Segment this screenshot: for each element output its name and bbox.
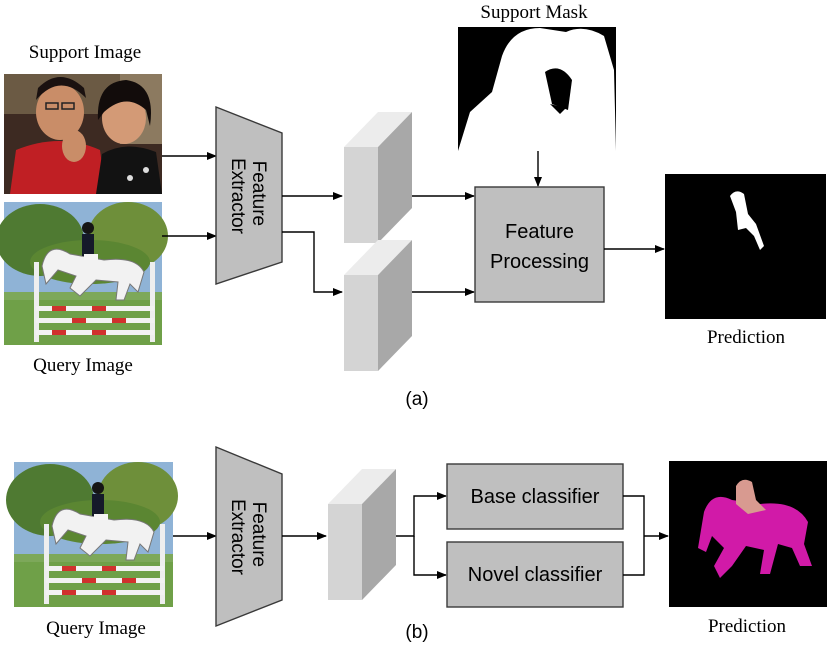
prediction-image-a [665, 174, 826, 319]
arrow-classifiers-merge [623, 495, 645, 576]
query-image-b [6, 462, 178, 607]
feature-processing-line1: Feature [505, 221, 574, 243]
feature-extractor-b-line2: Extractor [227, 499, 248, 576]
support-image [4, 74, 162, 194]
prediction-image-b [669, 461, 827, 607]
caption-a: (a) [405, 389, 428, 410]
novel-classifier-block: Novel classifier [446, 541, 624, 608]
feature-processing-block: Feature Processing [474, 186, 605, 303]
support-mask-image [458, 27, 616, 151]
novel-classifier-label: Novel classifier [468, 564, 603, 586]
feature-processing-line2: Processing [490, 251, 589, 273]
caption-b: (b) [405, 622, 428, 643]
support-mask-label: Support Mask [480, 2, 588, 23]
svg-text:Feature Extractor: Feature Extractor [227, 158, 269, 235]
feature-extractor-b: Feature Extractor [215, 445, 283, 628]
arrow-feature-to-novel-classifier [413, 536, 447, 579]
arrow-extractor-to-query-feature [282, 231, 343, 296]
feature-extractor-a-line2: Extractor [227, 158, 248, 235]
arrow-feature-to-base-classifier [396, 492, 447, 537]
svg-text:Feature Extractor: Feature Extractor [227, 499, 269, 576]
base-classifier-label: Base classifier [471, 486, 600, 508]
support-image-label: Support Image [29, 42, 141, 63]
support-feature-cube [344, 112, 412, 243]
feature-extractor-a-line1: Feature [248, 161, 269, 226]
query-feature-cube [344, 240, 412, 371]
query-image-label-b: Query Image [46, 618, 146, 639]
base-classifier-block: Base classifier [446, 463, 624, 530]
feature-extractor-a: Feature Extractor [215, 105, 283, 285]
query-image-label-a: Query Image [33, 355, 133, 376]
query-image-a [0, 202, 168, 345]
prediction-label-b: Prediction [708, 616, 787, 637]
query-feature-cube-b [328, 469, 396, 600]
feature-extractor-b-line1: Feature [248, 502, 269, 567]
prediction-label-a: Prediction [707, 327, 786, 348]
